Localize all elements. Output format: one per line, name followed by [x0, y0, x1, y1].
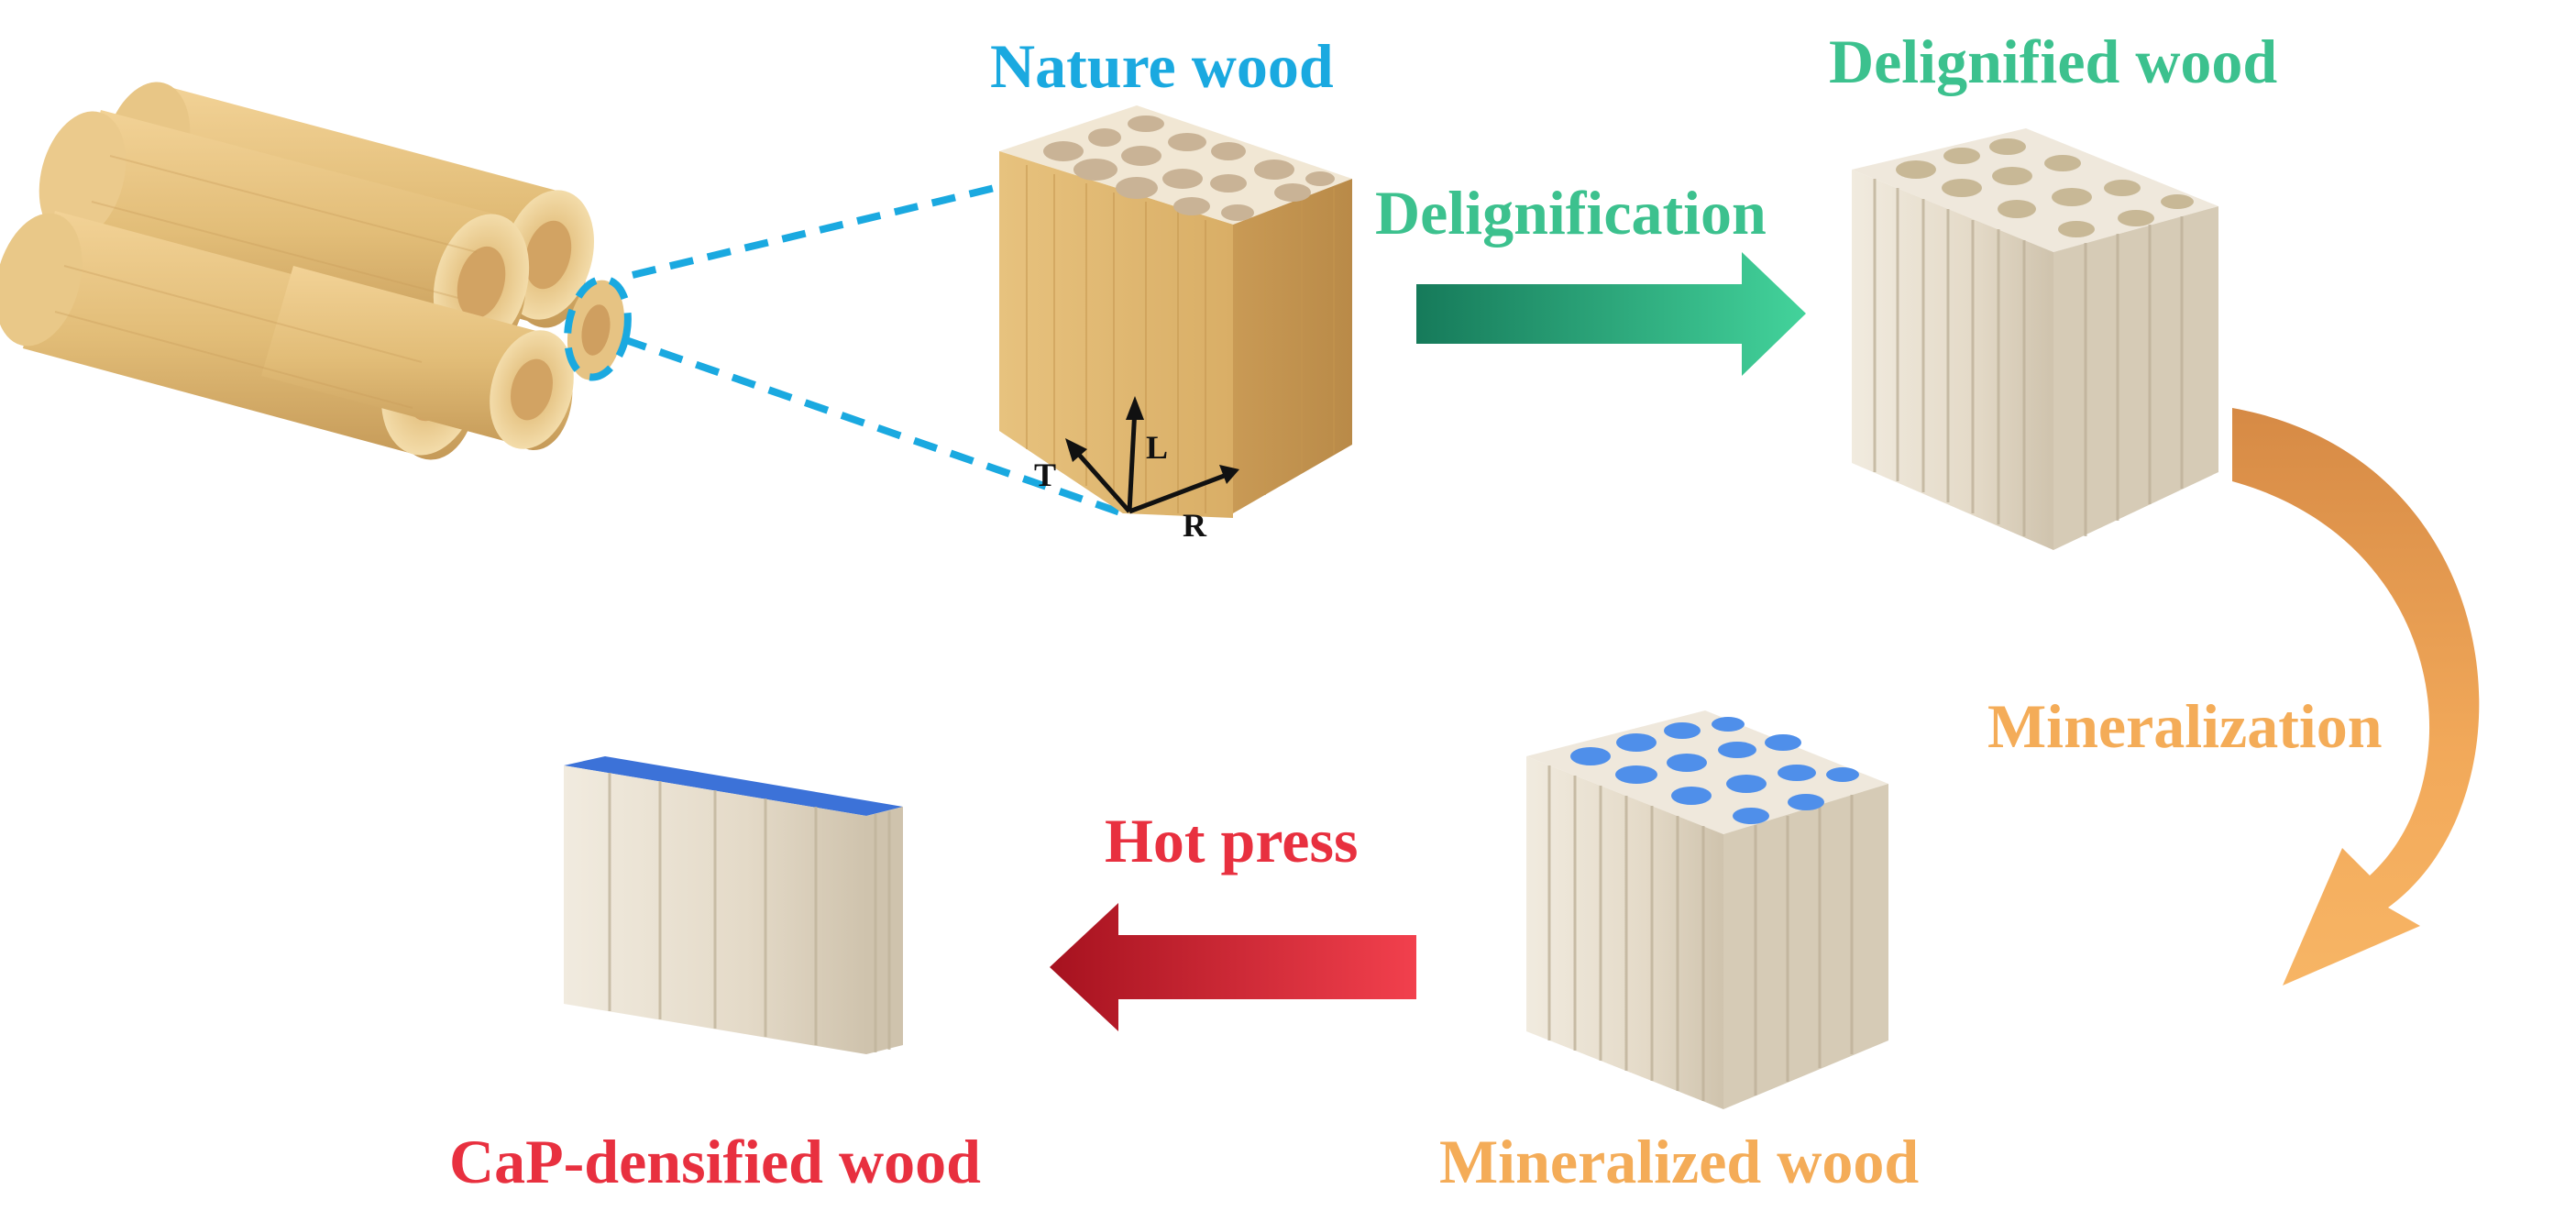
axis-t-label: T: [1034, 457, 1056, 493]
label-nature-wood: Nature wood: [990, 31, 1334, 101]
nature-wood-cube: [999, 105, 1352, 518]
zoom-line-top: [632, 184, 996, 279]
axis-r-label: R: [1183, 507, 1207, 544]
cap-densified-wood-block: [564, 756, 903, 1054]
axis-l-label: L: [1146, 429, 1168, 466]
hot-press-arrow: [1050, 903, 1416, 1031]
label-delignified-wood: Delignified wood: [1829, 27, 2277, 96]
label-cap-densified-wood: CaP-densified wood: [449, 1127, 981, 1196]
axis-r: [1128, 472, 1227, 514]
axis-t: [1071, 446, 1131, 513]
label-delignification: Delignification: [1375, 178, 1767, 248]
label-mineralized-wood: Mineralized wood: [1439, 1127, 1919, 1196]
selection-ellipse: [564, 275, 632, 381]
zoom-line-bottom: [622, 336, 1125, 517]
label-mineralization: Mineralization: [1987, 691, 2383, 761]
axis-l: [1127, 407, 1138, 512]
delignified-wood-block: [1852, 128, 2218, 550]
label-hot-press: Hot press: [1105, 806, 1358, 875]
mineralization-arrow: [2232, 408, 2480, 985]
axis-indicator: [1065, 396, 1239, 514]
zoom-indicator: [564, 184, 1125, 517]
mineralized-wood-block: [1526, 710, 1888, 1109]
delignification-arrow: [1416, 252, 1806, 376]
wood-logs-bundle: [0, 82, 625, 460]
